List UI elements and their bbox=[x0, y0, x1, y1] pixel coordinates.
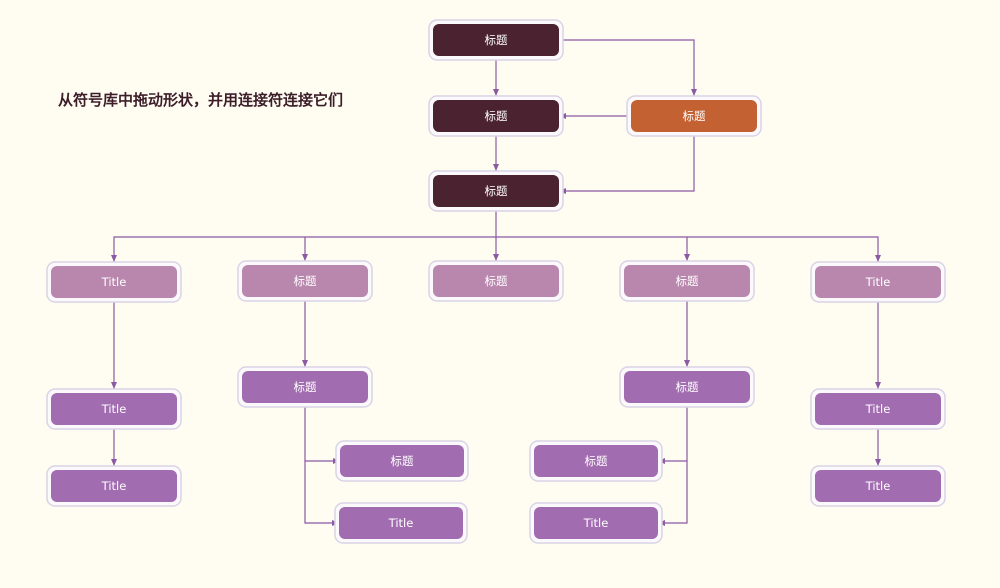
instruction-text: 从符号库中拖动形状，并用连接符连接它们 bbox=[58, 91, 344, 109]
node-box bbox=[433, 265, 559, 297]
node-box bbox=[534, 445, 658, 477]
connector-side-to-hub[interactable] bbox=[559, 136, 695, 194]
node-box bbox=[433, 100, 559, 132]
node-c5b[interactable]: Title bbox=[810, 465, 946, 507]
node-label: Title bbox=[865, 402, 891, 416]
connector-c4a-to-c4c[interactable] bbox=[658, 461, 688, 526]
node-label: Title bbox=[101, 402, 127, 416]
node-label: Title bbox=[583, 516, 609, 530]
node-label: 标题 bbox=[683, 109, 706, 123]
node-box bbox=[815, 266, 941, 298]
node-box bbox=[534, 507, 658, 539]
node-label: Title bbox=[388, 516, 414, 530]
node-c2[interactable]: 标题 bbox=[237, 260, 373, 302]
node-box bbox=[815, 393, 941, 425]
node-label: 标题 bbox=[585, 454, 608, 468]
node-box bbox=[242, 371, 368, 403]
node-hub[interactable]: 标题 bbox=[428, 170, 564, 212]
node-c2b[interactable]: 标题 bbox=[335, 440, 469, 482]
node-c4c[interactable]: Title bbox=[529, 502, 663, 544]
node-box bbox=[624, 265, 750, 297]
node-top[interactable]: 标题 bbox=[428, 19, 564, 61]
node-box bbox=[815, 470, 941, 502]
node-label: Title bbox=[101, 479, 127, 493]
node-box bbox=[433, 175, 559, 207]
node-label: 标题 bbox=[485, 33, 508, 47]
node-box bbox=[340, 445, 464, 477]
node-label: Title bbox=[865, 479, 891, 493]
connector-hub-to-c4[interactable] bbox=[496, 236, 690, 261]
node-box bbox=[51, 470, 177, 502]
connector-top-to-side[interactable] bbox=[559, 39, 697, 96]
node-box bbox=[624, 371, 750, 403]
node-box bbox=[51, 393, 177, 425]
connector-c2a-to-c2b[interactable] bbox=[304, 407, 340, 464]
node-c1a[interactable]: Title bbox=[46, 388, 182, 430]
node-box bbox=[631, 100, 757, 132]
node-box bbox=[339, 507, 463, 539]
node-label: 标题 bbox=[485, 274, 508, 288]
node-c3[interactable]: 标题 bbox=[428, 260, 564, 302]
node-c1b[interactable]: Title bbox=[46, 465, 182, 507]
node-label: 标题 bbox=[391, 454, 414, 468]
node-c4b[interactable]: 标题 bbox=[529, 440, 663, 482]
node-c4[interactable]: 标题 bbox=[619, 260, 755, 302]
node-box bbox=[433, 24, 559, 56]
node-label: Title bbox=[865, 275, 891, 289]
node-label: 标题 bbox=[676, 274, 699, 288]
node-label: 标题 bbox=[294, 380, 317, 394]
node-box bbox=[51, 266, 177, 298]
node-box bbox=[242, 265, 368, 297]
connector-c2a-to-c2c[interactable] bbox=[304, 461, 339, 526]
node-c2a[interactable]: 标题 bbox=[237, 366, 373, 408]
node-label: 标题 bbox=[485, 109, 508, 123]
node-c1[interactable]: Title bbox=[46, 261, 182, 303]
node-label: Title bbox=[101, 275, 127, 289]
connector-hub-to-c5[interactable] bbox=[687, 236, 881, 262]
node-label: 标题 bbox=[485, 184, 508, 198]
node-label: 标题 bbox=[676, 380, 699, 394]
node-side[interactable]: 标题 bbox=[626, 95, 762, 137]
connector-layer bbox=[111, 39, 881, 526]
node-c5[interactable]: Title bbox=[810, 261, 946, 303]
node-c5a[interactable]: Title bbox=[810, 388, 946, 430]
node-c4a[interactable]: 标题 bbox=[619, 366, 755, 408]
node-c2c[interactable]: Title bbox=[334, 502, 468, 544]
node-second[interactable]: 标题 bbox=[428, 95, 564, 137]
node-label: 标题 bbox=[294, 274, 317, 288]
